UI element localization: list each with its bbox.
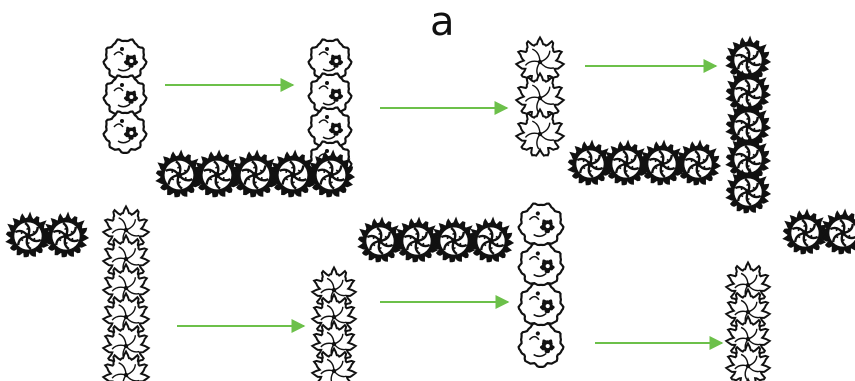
radial-tree-icon <box>394 216 441 263</box>
tree-group-g5 <box>725 35 772 214</box>
radial-tree-icon <box>231 149 280 198</box>
round-tree-icon <box>517 322 565 369</box>
tree-group-g3 <box>155 149 356 198</box>
radial-tree-icon <box>725 167 772 214</box>
round-tree-icon <box>307 38 353 83</box>
tree-group-g11 <box>517 202 565 369</box>
radial-tree-icon <box>193 149 242 198</box>
radial-tree-icon <box>675 139 722 186</box>
radial-tree-icon <box>603 139 650 186</box>
tree-group-g1 <box>102 38 148 155</box>
round-tree-icon <box>517 202 565 249</box>
round-tree-icon <box>517 282 565 329</box>
arrows <box>165 59 724 350</box>
radial-tree-icon <box>307 149 356 198</box>
radial-tree-icon <box>725 134 772 181</box>
round-tree-icon <box>102 110 148 155</box>
radial-tree-icon <box>567 139 614 186</box>
round-tree-icon <box>102 38 148 83</box>
lobed-tree-icon <box>514 107 566 157</box>
radial-tree-icon <box>155 149 204 198</box>
tree-group-g10 <box>357 216 515 263</box>
radial-tree-icon <box>269 149 318 198</box>
radial-tree-icon <box>639 139 686 186</box>
radial-tree-icon <box>820 208 855 255</box>
lobed-tree-icon <box>724 341 772 381</box>
radial-tree-icon <box>782 208 829 255</box>
round-tree-icon <box>517 242 565 289</box>
lobed-tree-icon <box>310 346 358 381</box>
tree-group-g6 <box>567 139 722 186</box>
tree-group-g9 <box>310 265 358 381</box>
tree-group-g4 <box>514 35 566 157</box>
panel-label: a <box>430 0 455 45</box>
lobed-tree-icon <box>514 71 566 121</box>
tree-group-g8 <box>101 204 151 381</box>
round-tree-icon <box>102 74 148 119</box>
tree-group-g7 <box>5 211 90 258</box>
lobed-tree-icon <box>514 35 566 85</box>
radial-tree-icon <box>43 211 90 258</box>
lobed-tree-icon <box>101 349 151 381</box>
tree-group-g13 <box>782 208 855 255</box>
radial-tree-icon <box>357 216 404 263</box>
tree-group-g12 <box>724 260 772 381</box>
radial-tree-icon <box>5 211 52 258</box>
tree-groups <box>5 35 855 381</box>
radial-tree-icon <box>431 216 478 263</box>
radial-tree-icon <box>468 216 515 263</box>
